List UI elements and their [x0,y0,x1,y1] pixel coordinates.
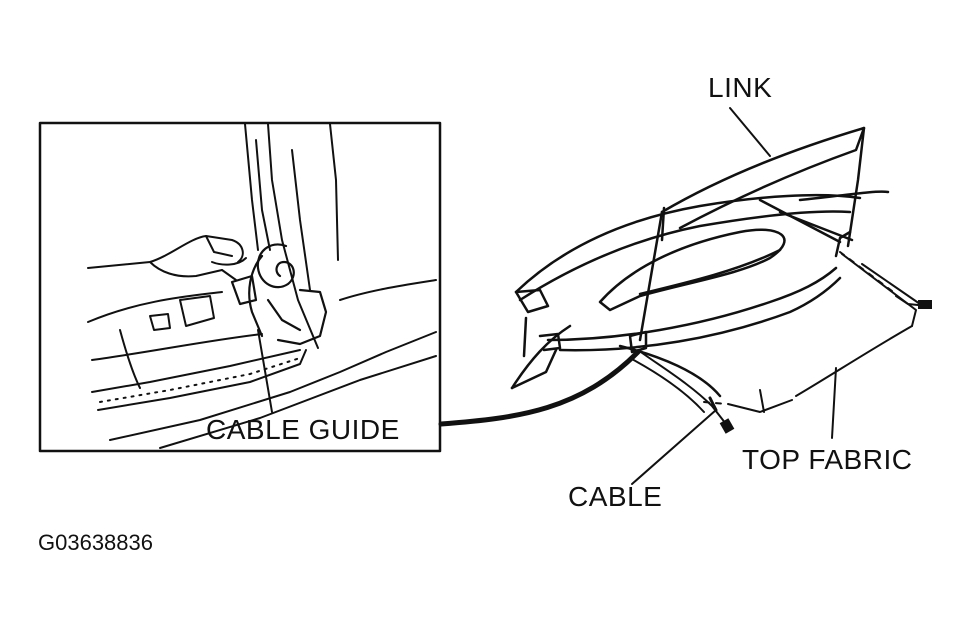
cable-leader [631,409,717,485]
inset-cable-guide [230,243,328,346]
label-link: LINK [708,72,773,103]
inset-connector [438,349,641,427]
inset-pillar [244,123,339,349]
cable-line [629,349,727,425]
right-connector [918,300,932,309]
detail-inset-frame [38,121,442,453]
top-fabric-dashed-edges [703,251,897,405]
frame-shell [510,190,890,390]
inset-hand [87,235,247,281]
label-cable: CABLE [568,481,663,512]
inset-seat [87,279,437,449]
cable-guide-leader [257,329,273,413]
top-fabric-leader [831,367,837,439]
link-leader [729,107,771,157]
cable-tip [708,396,718,412]
frame-rails [546,266,842,398]
label-cable-guide: CABLE GUIDE [206,414,400,445]
label-top-fabric: TOP FABRIC [742,444,913,475]
pivot-bracket [514,288,562,352]
right-tether [861,263,929,307]
cable-plug [719,418,735,434]
top-fabric-sheet [727,253,917,413]
inset-seat-stitching [99,357,301,403]
link-bow [638,126,866,342]
figure-id: G03638836 [38,530,153,555]
